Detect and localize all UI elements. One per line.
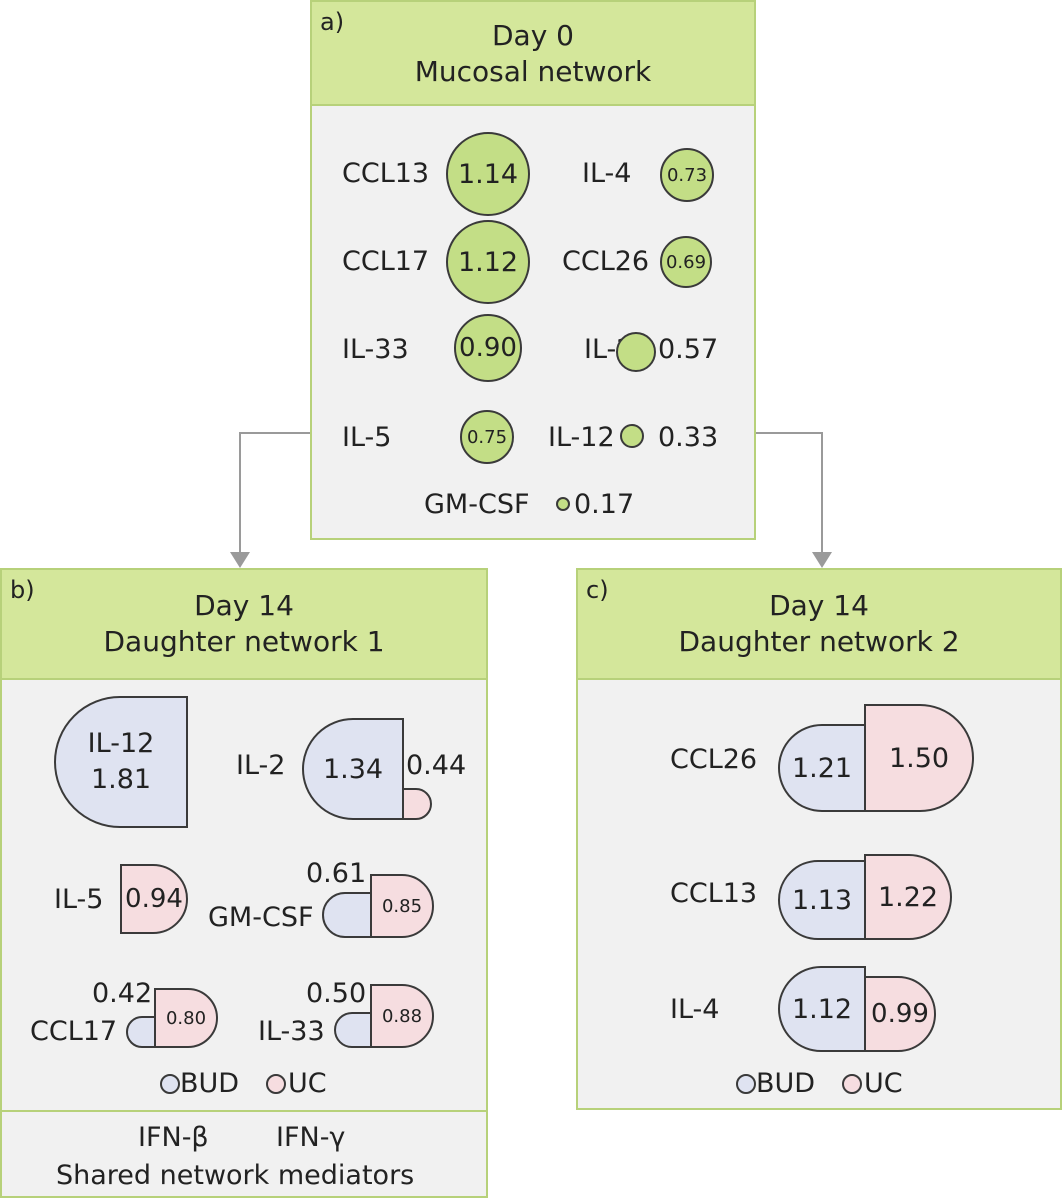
node-circle — [616, 332, 656, 372]
legend-bud-dot — [160, 1074, 180, 1094]
shared-caption: Shared network mediators — [56, 1160, 415, 1191]
node-label: GM-CSF — [208, 902, 314, 933]
node-label: IL-4 — [582, 158, 632, 189]
ccl17-bud-shape — [126, 1016, 156, 1048]
node-label: IL-33 — [342, 334, 409, 365]
gmcsf-uc-shape: 0.85 — [370, 874, 434, 938]
il12-bud-shape: IL-12 1.81 — [54, 696, 188, 828]
legend-bud-dot — [736, 1074, 756, 1094]
node-label: IL-2 — [236, 750, 286, 781]
gmcsf-bud-shape — [322, 892, 372, 938]
node-label: GM-CSF — [424, 489, 530, 520]
node-label: IL-5 — [342, 422, 392, 453]
il2-uc-value: 0.44 — [406, 750, 467, 781]
shared-ifn-beta: IFN-β — [138, 1122, 209, 1153]
shared-section: IFN-β IFN-γ Shared network mediators — [2, 1110, 486, 1196]
panel-b-title-day: Day 14 — [194, 589, 294, 622]
node-value: 0.17 — [574, 489, 635, 520]
il33-bud-shape — [334, 1012, 372, 1048]
panel-b-letter: b) — [10, 576, 35, 604]
panel-a-letter: a) — [320, 8, 345, 36]
node-circle: 0.73 — [660, 148, 714, 202]
ccl26-bud-value: 1.21 — [791, 752, 853, 784]
il4-uc-value: 0.99 — [871, 999, 929, 1029]
gmcsf-bud-value: 0.61 — [306, 858, 367, 889]
node-value: 0.69 — [665, 251, 707, 273]
il12-bud-value: 1.81 — [90, 764, 152, 795]
il5-uc-value: 0.94 — [125, 884, 183, 914]
panel-b-header: Day 14 Daughter network 1 — [2, 570, 486, 680]
legend-bud-label: BUD — [756, 1068, 816, 1099]
panel-c-header: Day 14 Daughter network 2 — [578, 570, 1060, 680]
node-value: 0.73 — [666, 164, 708, 186]
node-circle: 1.12 — [446, 220, 530, 304]
node-value: 0.33 — [658, 422, 719, 453]
panel-c: Day 14 Daughter network 2 c) CCL26 1.21 … — [576, 568, 1062, 1110]
ccl13-bud-value: 1.13 — [791, 884, 853, 916]
node-circle: 0.90 — [454, 314, 522, 382]
il4-bud-shape: 1.12 — [778, 966, 866, 1052]
node-label: CCL13 — [670, 878, 758, 909]
ccl13-bud-shape: 1.13 — [778, 860, 866, 940]
node-circle: 1.14 — [446, 132, 530, 216]
il4-bud-value: 1.12 — [791, 993, 853, 1025]
arrow-head-c — [812, 552, 832, 568]
ccl17-uc-value: 0.80 — [165, 1007, 207, 1029]
ccl13-uc-shape: 1.22 — [864, 854, 952, 940]
node-label: CCL26 — [562, 246, 650, 277]
il5-uc-shape: 0.94 — [120, 864, 188, 934]
node-value: 0.75 — [466, 426, 508, 448]
ccl17-bud-value: 0.42 — [92, 978, 153, 1009]
shared-ifn-gamma: IFN-γ — [276, 1122, 346, 1153]
node-label: IL-33 — [258, 1016, 325, 1047]
ccl26-uc-value: 1.50 — [888, 742, 950, 774]
panel-a-title-network: Mucosal network — [414, 55, 652, 88]
panel-a-header: Day 0 Mucosal network — [312, 2, 754, 106]
panel-a: Day 0 Mucosal network a) CCL13 1.14 CCL1… — [310, 0, 756, 540]
node-value: 0.57 — [658, 334, 719, 365]
node-label: CCL26 — [670, 744, 758, 775]
node-circle: 0.69 — [660, 236, 712, 288]
panel-c-title-network: Daughter network 2 — [678, 625, 960, 658]
ccl17-uc-shape: 0.80 — [154, 988, 218, 1048]
panel-c-title-day: Day 14 — [769, 589, 869, 622]
node-circle — [620, 424, 644, 448]
node-circle: 0.75 — [460, 410, 514, 464]
panel-c-letter: c) — [586, 576, 609, 604]
node-label: IL-5 — [54, 884, 104, 915]
panel-a-title-day: Day 0 — [491, 19, 574, 52]
node-value: 0.90 — [459, 333, 517, 363]
node-label: IL-4 — [670, 994, 720, 1025]
legend-bud-label: BUD — [180, 1068, 240, 1099]
node-value: 1.14 — [457, 158, 519, 190]
ccl13-uc-value: 1.22 — [877, 881, 939, 913]
il2-bud-value: 1.34 — [322, 753, 384, 785]
il33-uc-value: 0.88 — [381, 1005, 423, 1027]
il33-uc-shape: 0.88 — [370, 984, 434, 1048]
legend-uc-label: UC — [288, 1068, 327, 1099]
node-label: CCL17 — [342, 246, 430, 277]
il4-uc-shape: 0.99 — [864, 976, 936, 1052]
legend-uc-dot — [266, 1074, 286, 1094]
node-label: CCL13 — [342, 158, 430, 189]
ccl26-bud-shape: 1.21 — [778, 724, 866, 812]
il33-bud-value: 0.50 — [306, 978, 367, 1009]
arrow-to-b — [239, 432, 310, 556]
node-label: IL-12 — [548, 422, 615, 453]
il2-uc-shape — [402, 788, 432, 820]
node-value: 1.12 — [457, 246, 519, 278]
ccl26-uc-shape: 1.50 — [864, 704, 974, 812]
panel-b: Day 14 Daughter network 1 b) IL-12 1.81 … — [0, 568, 488, 1198]
il2-bud-shape: 1.34 — [302, 718, 404, 820]
il12-label: IL-12 — [87, 728, 155, 759]
arrow-head-b — [230, 552, 250, 568]
gmcsf-uc-value: 0.85 — [381, 895, 423, 917]
node-label: CCL17 — [30, 1016, 118, 1047]
legend-uc-label: UC — [864, 1068, 903, 1099]
arrow-to-c — [754, 432, 823, 556]
panel-b-title-network: Daughter network 1 — [103, 625, 385, 658]
legend-uc-dot — [842, 1074, 862, 1094]
node-circle — [556, 497, 570, 511]
